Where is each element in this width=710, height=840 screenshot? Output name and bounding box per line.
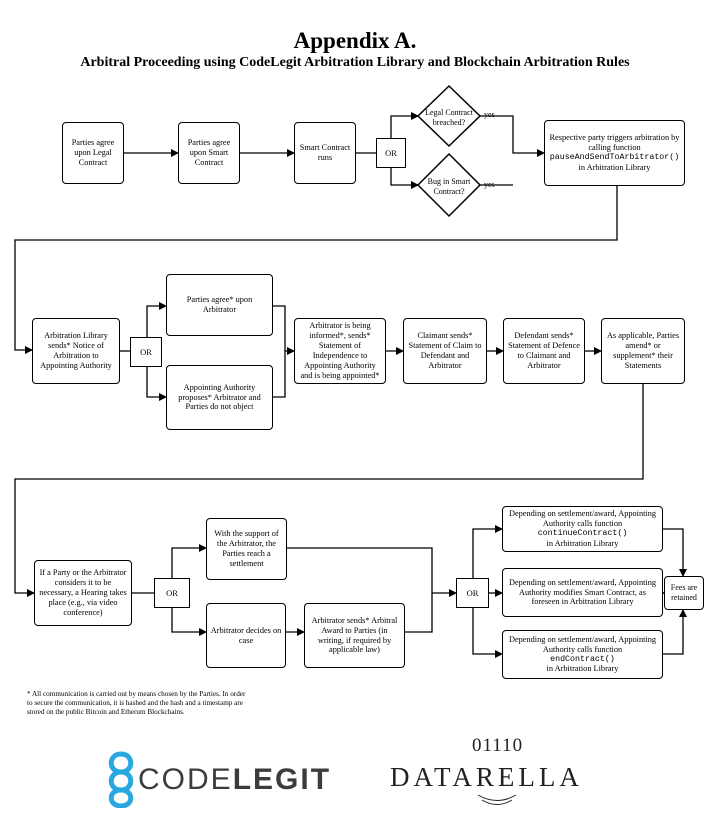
decision-breached-diamond: [416, 84, 482, 148]
codelegit-wordmark-bold: LEGIT: [232, 763, 332, 796]
or-node-3: OR: [154, 578, 190, 608]
box-decides-text: Arbitrator decides on case: [210, 625, 282, 645]
box-arbitrator-informed-text: Arbitrator is being informed*, sends* St…: [300, 321, 380, 380]
decision-bug-diamond: [416, 152, 482, 218]
box-arbitral-award: Arbitrator sends* Arbitral Award to Part…: [304, 603, 405, 668]
codelegit-logo-icon: [108, 751, 134, 808]
box-settlement: With the support of the Arbitrator, the …: [206, 518, 287, 580]
page-subtitle: Arbitral Proceeding using CodeLegit Arbi…: [80, 55, 630, 70]
box-modify-smart-contract: Depending on settlement/award, Appointin…: [502, 568, 663, 617]
box-end-contract: Depending on settlement/award, Appointin…: [502, 630, 663, 679]
datarella-wordmark: DATARELLA: [390, 762, 583, 792]
box-parties-agree-text: Parties agree* upon Arbitrator: [186, 295, 253, 314]
box-smart-contract: Parties agree upon Smart Contract: [178, 122, 240, 184]
box-award-text: Arbitrator sends* Arbitral Award to Part…: [311, 615, 398, 655]
decision-bug-text: Bug in Smart Contract?: [427, 177, 471, 196]
function-continue-contract: continueContract(): [537, 529, 628, 538]
box-trigger-suffix: in Arbitration Library: [578, 162, 651, 172]
box-authority-proposes-text: Appointing Authority proposes* Arbitrato…: [178, 382, 261, 412]
box-trigger-text: Respective party triggers arbitration by…: [549, 133, 680, 153]
or-node-4-text: OR: [466, 588, 479, 598]
datarella-mark: 01110: [472, 735, 524, 756]
yes-label-bottom: yes: [484, 180, 495, 189]
box-amend-text: As applicable, Parties amend* or supplem…: [606, 331, 680, 370]
page-title: Appendix A.: [293, 28, 417, 53]
function-end-contract: endContract(): [550, 654, 615, 664]
box-notice-of-arbitration: Arbitration Library sends* Notice of Arb…: [32, 318, 120, 384]
box-fees-text: Fees are retained: [670, 583, 698, 602]
box-fees-retained: Fees are retained: [664, 576, 704, 610]
box-end-text: Depending on settlement/award, Appointin…: [508, 634, 656, 654]
function-pause-and-send: pauseAndSendToArbitrator(): [549, 153, 680, 162]
box-defence-text: Defendant sends* Statement of Defence to…: [508, 331, 580, 370]
box-continue-contract: Depending on settlement/award, Appointin…: [502, 506, 663, 552]
box-settlement-text: With the support of the Arbitrator, the …: [214, 529, 279, 568]
box-modify-text: Depending on settlement/award, Appointin…: [508, 577, 656, 607]
box-end-suffix: in Arbitration Library: [546, 664, 619, 674]
codelegit-wordmark-light: CODE: [138, 763, 233, 796]
box-claim-text: Claimant sends* Statement of Claim to De…: [408, 331, 482, 370]
box-hearing-text: If a Party or the Arbitrator considers i…: [39, 568, 127, 617]
box-continue-text: Depending on settlement/award, Appointin…: [508, 509, 656, 529]
or-node-1-text: OR: [385, 148, 397, 158]
box-smart-contract-runs-text: Smart Contract runs: [299, 143, 351, 162]
box-continue-suffix: in Arbitration Library: [546, 538, 619, 548]
codelegit-wordmark: CODELEGIT: [138, 763, 331, 797]
box-legal-contract: Parties agree upon Legal Contract: [62, 122, 124, 184]
or-node-2: OR: [130, 337, 162, 367]
box-legal-contract-text: Parties agree upon Legal Contract: [71, 138, 115, 167]
box-trigger-arbitration: Respective party triggers arbitration by…: [544, 120, 685, 186]
box-amend-statements: As applicable, Parties amend* or supplem…: [601, 318, 685, 384]
yes-label-top: yes: [484, 110, 495, 119]
box-authority-proposes: Appointing Authority proposes* Arbitrato…: [166, 365, 273, 430]
box-statement-of-defence: Defendant sends* Statement of Defence to…: [503, 318, 585, 384]
box-parties-agree-arbitrator: Parties agree* upon Arbitrator: [166, 274, 273, 336]
or-node-2-text: OR: [140, 347, 152, 357]
or-node-4: OR: [456, 578, 489, 608]
box-smart-contract-runs: Smart Contract runs: [294, 122, 356, 184]
footnote: * All communication is carried out by me…: [27, 690, 246, 716]
box-arbitrator-decides: Arbitrator decides on case: [206, 603, 286, 668]
or-node-3-text: OR: [166, 588, 178, 598]
box-smart-contract-text: Parties agree upon Smart Contract: [187, 138, 231, 167]
decision-breached-text: Legal Contract breached?: [425, 108, 473, 127]
or-node-1: OR: [376, 138, 406, 168]
box-statement-of-claim: Claimant sends* Statement of Claim to De…: [403, 318, 487, 384]
box-notice-text: Arbitration Library sends* Notice of Arb…: [40, 331, 112, 370]
box-arbitrator-informed: Arbitrator is being informed*, sends* St…: [294, 318, 386, 384]
box-hearing: If a Party or the Arbitrator considers i…: [34, 560, 132, 626]
